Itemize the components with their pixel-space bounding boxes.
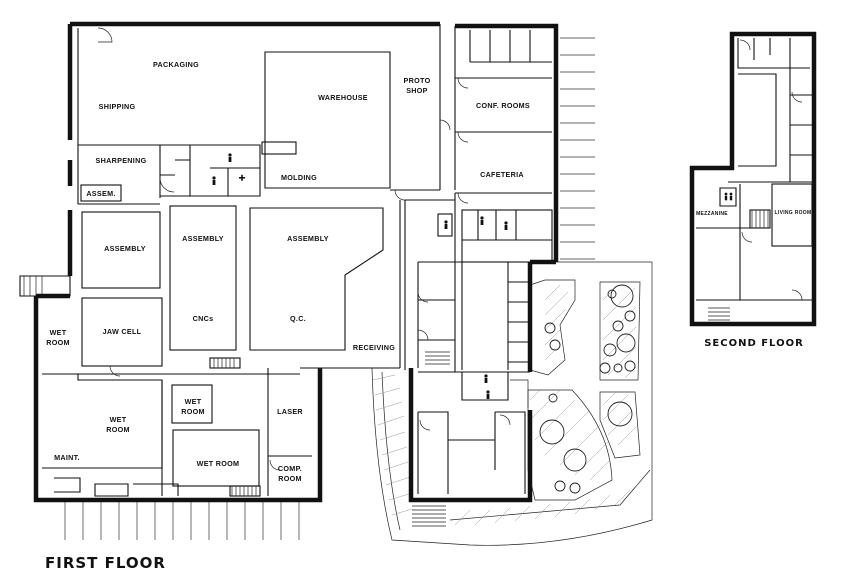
- room-label-comp-room-line1: COMP.: [278, 464, 302, 473]
- room-label-shipping: SHIPPING: [99, 102, 136, 111]
- room-label-conf-rooms: CONF. ROOMS: [476, 101, 530, 110]
- room-label-molding: MOLDING: [281, 173, 317, 182]
- hatched-areas: [372, 284, 637, 526]
- room-label-comp-room-line2: ROOM: [278, 474, 302, 483]
- room-label-laser: LASER: [277, 407, 303, 416]
- room-label-cafeteria: CAFETERIA: [480, 170, 524, 179]
- room-label-packaging: PACKAGING: [153, 60, 199, 69]
- room-label-jaw-cell: JAW CELL: [103, 327, 142, 336]
- room-label-wet-room-2-line2: ROOM: [181, 407, 205, 416]
- room-label-living-room: LIVING ROOM: [775, 210, 812, 216]
- room-label-cncs: CNCs: [193, 314, 214, 323]
- room-label-sharpening: SHARPENING: [96, 156, 147, 165]
- room-label-wet-room-1-line1: WET: [50, 328, 67, 337]
- second-floor-labels: MEZZANINE LIVING ROOM: [696, 210, 811, 217]
- parking-bottom: [64, 502, 300, 540]
- room-label-assem: ASSEM.: [86, 189, 115, 198]
- room-label-wet-room-4: WET ROOM: [197, 459, 240, 468]
- courtyard: [371, 261, 653, 546]
- second-floor-title: SECOND FLOOR: [704, 338, 804, 349]
- first-floor-plan: [19, 21, 559, 527]
- second-floor-plan: [689, 31, 817, 327]
- room-label-warehouse: WAREHOUSE: [318, 93, 368, 102]
- room-label-maint: MAINT.: [54, 453, 80, 462]
- restroom-icons: [212, 153, 508, 399]
- room-label-assembly-west: ASSEMBLY: [104, 244, 146, 253]
- room-label-wet-room-3-line1: WET: [110, 415, 127, 424]
- room-label-qc: Q.C.: [290, 314, 306, 323]
- room-label-proto-shop-line1: PROTO: [404, 76, 431, 85]
- first-floor-title: FIRST FLOOR: [45, 554, 166, 572]
- room-label-assembly-qc: ASSEMBLY: [287, 234, 329, 243]
- first-floor-labels: PACKAGING SHIPPING WAREHOUSE PROTO SHOP …: [46, 60, 530, 483]
- room-label-proto-shop-line2: SHOP: [406, 86, 428, 95]
- room-label-receiving: RECEIVING: [353, 343, 395, 352]
- room-label-wet-room-1-line2: ROOM: [46, 338, 70, 347]
- room-label-mezzanine: MEZZANINE: [696, 211, 728, 217]
- room-label-wet-room-3-line2: ROOM: [106, 425, 130, 434]
- trees: [539, 284, 636, 494]
- second-floor-restroom-icon: [724, 192, 733, 201]
- parking-right: [560, 37, 595, 260]
- room-label-assembly-cnc: ASSEMBLY: [182, 234, 224, 243]
- room-label-wet-room-2-line1: WET: [185, 397, 202, 406]
